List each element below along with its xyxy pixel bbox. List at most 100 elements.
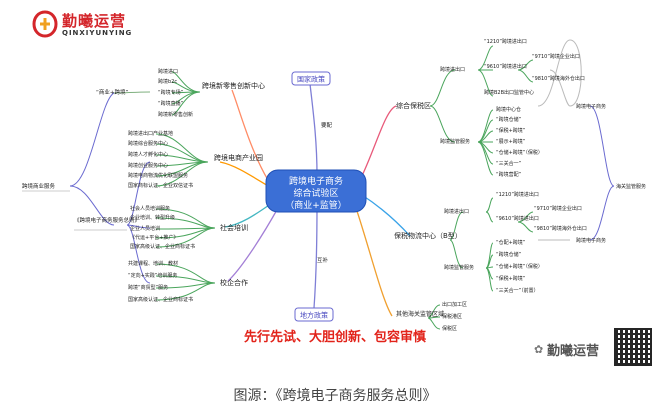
- svg-text:国家高级认证、企业商标证书: 国家高级认证、企业商标证书: [130, 243, 195, 250]
- svg-text:“1210”跨境进出口: “1210”跨境进出口: [484, 38, 527, 45]
- svg-text:“跨境专场”: “跨境专场”: [158, 89, 184, 96]
- svg-text:跨境“商贸型”服务: 跨境“商贸型”服务: [128, 284, 168, 291]
- svg-text:“9810”跨境海外仓出口: “9810”跨境海外仓出口: [532, 75, 585, 82]
- svg-text:“仓配+跨境”: “仓配+跨境”: [496, 239, 526, 246]
- svg-text:“9710”跨境企业出口: “9710”跨境企业出口: [534, 205, 582, 212]
- svg-text:“9810”跨境海外仓出口: “9810”跨境海外仓出口: [534, 225, 587, 232]
- r2-sub2-items: “仓配+跨境” “跨境仓储” “仓储+跨境”（保税） “保税+跨境” “三关合一…: [496, 239, 543, 294]
- link-label-bottom: 互补: [317, 256, 329, 264]
- logo-name: 勤曦运营: [62, 12, 127, 30]
- leftA-side: “商业+跨境”: [96, 88, 128, 96]
- r1-sub2-items: 跨境中心仓 “跨境仓储” “保税+跨境” “展示+跨境” “仓储+跨境”（保税）…: [496, 106, 543, 178]
- right-root-label: 海关监管服务: [616, 183, 646, 190]
- watermark: 勤曦运营: [547, 344, 600, 359]
- svg-text:保税港区: 保税港区: [442, 313, 462, 320]
- svg-text:“跨境仓储”: “跨境仓储”: [496, 116, 522, 123]
- svg-text:“保税+跨境”: “保税+跨境”: [496, 127, 526, 134]
- svg-text:“跨境仓储”: “跨境仓储”: [496, 251, 522, 258]
- edge-center-leftD: [227, 207, 279, 282]
- r2-sub1-items: “1210”跨境进出口 “9610”跨境进出口 “9710”跨境企业出口 “98…: [496, 191, 587, 232]
- svg-text:跨境人才孵化中心: 跨境人才孵化中心: [128, 151, 168, 158]
- svg-text:“跨境直播”: “跨境直播”: [158, 100, 184, 107]
- caption: 图源：《跨境电子商务服务总则》: [233, 388, 437, 404]
- svg-text:跨境进出口产业基地: 跨境进出口产业基地: [128, 130, 173, 137]
- svg-text:跨境进口: 跨境进口: [158, 68, 178, 75]
- edge-center-leftB: [219, 161, 269, 187]
- svg-text:跨境中心仓: 跨境中心仓: [496, 106, 521, 113]
- left-group-label: 《跨境电子商务服务总则》: [74, 216, 140, 224]
- slogan: 先行先试、大胆创新、包容审慎: [243, 330, 426, 345]
- leftC-label: 社会培训: [220, 223, 248, 232]
- link-label-top: 要配: [321, 122, 333, 129]
- svg-text:“展示+跨境”: “展示+跨境”: [496, 138, 526, 145]
- r2-sub1-label: 跨境进出口: [444, 208, 469, 215]
- svg-text:地方政策: 地方政策: [300, 311, 328, 320]
- r2-sub2-label: 跨境监管服务: [444, 264, 474, 271]
- svg-text:社会人员培训服务: 社会人员培训服务: [130, 205, 170, 212]
- svg-text:《代运+平台+推广》: 《代运+平台+推广》: [130, 234, 178, 241]
- r1-sub2-label: 跨境监管服务: [440, 138, 470, 145]
- leftA-items: 跨境进口 跨境b2c “跨境专场” “跨境直播” 跨境新零售创新: [158, 68, 193, 118]
- svg-text:“仓储+跨境”（保税）: “仓储+跨境”（保税）: [496, 149, 543, 156]
- left-root-label: 跨境商业服务: [22, 182, 56, 190]
- r1-group-label: 跨境电子商务: [576, 103, 606, 110]
- svg-text:跨境综合服务中心: 跨境综合服务中心: [128, 140, 168, 147]
- r1-sub1-label: 跨境进出口: [440, 66, 465, 73]
- svg-text:“保税+跨境”: “保税+跨境”: [496, 275, 526, 282]
- svg-text:“9710”跨境企业出口: “9710”跨境企业出口: [532, 53, 580, 60]
- svg-text:“9610”跨境进出口: “9610”跨境进出口: [496, 215, 539, 222]
- edge-root-leftA: [69, 92, 115, 187]
- svg-text:出口加工区: 出口加工区: [442, 301, 467, 308]
- logo-sub: QINXIYUNYING: [62, 29, 133, 37]
- svg-text:“定向+实践”培训服务: “定向+实践”培训服务: [128, 272, 177, 279]
- svg-text:企业培训、转型升级: 企业培训、转型升级: [130, 214, 175, 221]
- svg-text:国家商标认证、企业双信证书: 国家商标认证、企业双信证书: [128, 182, 193, 189]
- edge-center-leftA: [231, 89, 269, 181]
- qr-code-icon: [614, 328, 652, 366]
- svg-text:共建课程、培训、教材: 共建课程、培训、教材: [128, 260, 178, 267]
- policy-top-node[interactable]: 国家政策: [291, 71, 331, 86]
- svg-text:“仓储+跨境”（保税）: “仓储+跨境”（保税）: [496, 263, 543, 270]
- mindmap-panel: 跨境电子商务 综合试验区 （商业+监管） 国家政策 地方政策 要配 互补 跨境商…: [10, 0, 660, 372]
- leftA-label: 跨境新零售创新中心: [202, 81, 265, 90]
- center-line2: 综合试验区: [293, 187, 338, 199]
- leftB-items: 跨境进出口产业基地 跨境综合服务中心 跨境人才孵化中心 跨境创业服务中心 跨境电…: [128, 130, 193, 189]
- svg-text:跨境新零售创新: 跨境新零售创新: [158, 111, 193, 118]
- svg-text:企业人员培训: 企业人员培训: [130, 225, 160, 232]
- wechat-icon: ✿: [534, 343, 544, 356]
- leftD-label: 校企合作: [220, 278, 248, 287]
- policy-bottom-node[interactable]: 地方政策: [294, 307, 334, 322]
- edge-center-policy-bottom: [313, 204, 318, 309]
- edge-center-policy-top: [309, 83, 318, 176]
- leftC-items: 社会人员培训服务 企业培训、转型升级 企业人员培训 《代运+平台+推广》 国家高…: [130, 205, 195, 250]
- center-line1: 跨境电子商务: [289, 175, 343, 187]
- r1-sub1-items: “1210”跨境进出口 “9610”跨境进出口 跨境B2B出口监管中心 “971…: [484, 38, 585, 96]
- svg-text:跨境电商物流优化联盟服务: 跨境电商物流优化联盟服务: [128, 172, 188, 179]
- svg-text:“9610”跨境进出口: “9610”跨境进出口: [484, 63, 527, 70]
- r2-label: 保税物流中心（B型）: [394, 231, 462, 240]
- svg-text:“1210”跨境进出口: “1210”跨境进出口: [496, 191, 539, 198]
- r3-label: 其他海关监管区域: [396, 310, 444, 318]
- mindmap-diagram: 跨境电子商务 综合试验区 （商业+监管） 国家政策 地方政策 要配 互补 跨境商…: [22, 38, 646, 332]
- r2-group-label: 跨境电子商务: [576, 237, 606, 244]
- svg-text:“三关合一”: “三关合一”: [496, 160, 522, 167]
- edge-center-r2: [361, 194, 411, 237]
- edge-center-r1: [359, 105, 397, 181]
- leftB-label: 跨境电商产业园: [214, 153, 263, 162]
- logo-mark-icon: [32, 10, 58, 38]
- edge-center-r3: [355, 207, 393, 317]
- svg-text:“跨境营配”: “跨境营配”: [496, 171, 522, 178]
- svg-text:“三关合一”（前置）: “三关合一”（前置）: [496, 287, 539, 294]
- r1-label: 综合保税区: [396, 101, 431, 110]
- svg-text:保税区: 保税区: [442, 325, 457, 332]
- svg-text:跨境b2c: 跨境b2c: [158, 78, 177, 85]
- center-line3: （商业+监管）: [285, 199, 347, 211]
- svg-text:跨境创业服务中心: 跨境创业服务中心: [128, 162, 168, 169]
- r3-items: 出口加工区 保税港区 保税区: [442, 301, 467, 332]
- svg-text:跨境B2B出口监管中心: 跨境B2B出口监管中心: [484, 89, 534, 96]
- svg-text:国家高级认证、企业商标证书: 国家高级认证、企业商标证书: [128, 296, 193, 303]
- center-node[interactable]: 跨境电子商务 综合试验区 （商业+监管）: [265, 169, 367, 213]
- leftD-items: 共建课程、培训、教材 “定向+实践”培训服务 跨境“商贸型”服务 国家高级认证、…: [128, 260, 193, 303]
- svg-text:国家政策: 国家政策: [297, 75, 325, 84]
